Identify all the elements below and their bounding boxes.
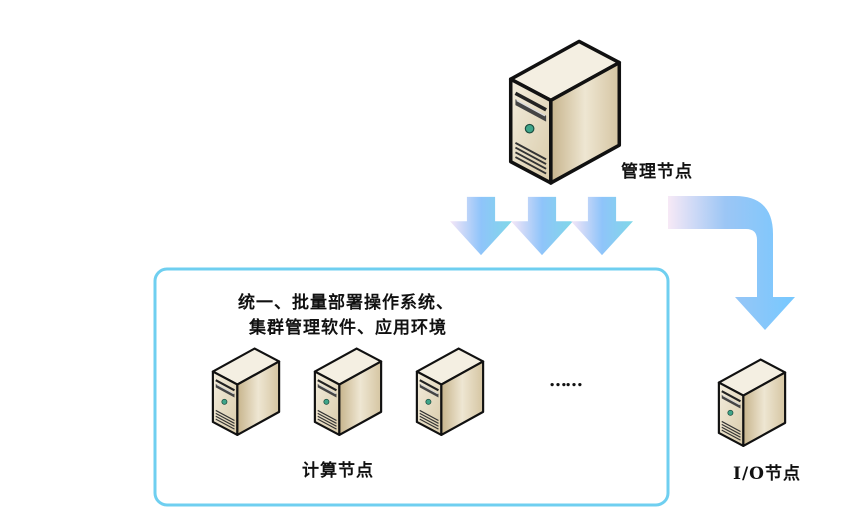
deploy-arrow-icon	[450, 196, 512, 256]
compute-server-icon	[415, 347, 485, 437]
cluster-caption-line2: 集群管理软件、应用环境	[249, 318, 447, 338]
compute-server-icon	[211, 347, 281, 437]
cluster-caption-line1: 统一、批量部署操作系统、	[238, 293, 454, 313]
io-bent-arrow-icon	[668, 196, 795, 330]
io-server-icon	[717, 358, 787, 448]
compute-cluster-box	[153, 267, 670, 507]
management-server-icon	[508, 39, 622, 185]
management-node-label: 管理节点	[621, 162, 693, 182]
deploy-arrow-icon	[511, 196, 573, 256]
compute-server-icon	[313, 347, 383, 437]
deploy-arrow-icon	[571, 196, 633, 256]
compute-ellipsis: ……	[549, 370, 583, 391]
io-node-label: I/O节点	[733, 464, 801, 484]
compute-node-label: 计算节点	[302, 461, 374, 481]
